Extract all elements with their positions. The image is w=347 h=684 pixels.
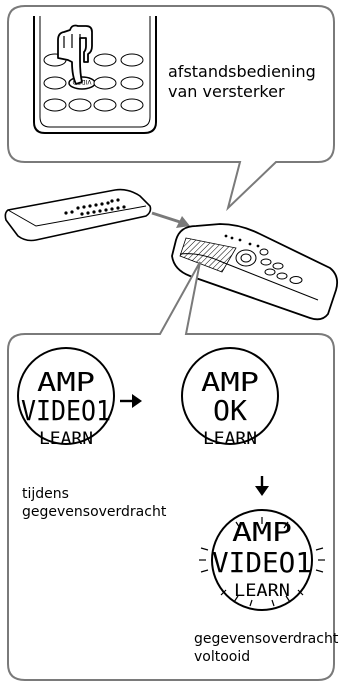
top-callout — [7, 5, 335, 212]
top-caption-line1: afstandsbediening — [168, 62, 316, 81]
display3-line3: LEARN — [234, 581, 290, 601]
display2-line3: LEARN — [203, 429, 257, 449]
arrow-right-icon — [120, 394, 142, 408]
display-ok: AMP OK LEARN — [181, 347, 279, 449]
display3-line2: VIDEO1 — [212, 546, 312, 579]
pointing-hand-icon — [57, 24, 93, 85]
display-during-transfer: AMP VIDEO1 LEARN — [17, 347, 115, 449]
caption-done-line2: voltooid — [194, 649, 251, 665]
bottom-callout — [7, 261, 335, 681]
transfer-arrow-icon — [151, 211, 190, 228]
caption-during-line1: tijdens — [22, 486, 69, 502]
display1-line3: LEARN — [39, 429, 93, 449]
top-caption-line2: van versterker — [168, 82, 285, 101]
caption-during-line2: gegevensoverdracht — [22, 504, 167, 520]
arrow-down-icon — [255, 476, 269, 496]
amplifier-remote — [4, 188, 152, 242]
display1-line1: AMP — [37, 368, 95, 398]
display2-line2: OK — [213, 394, 247, 427]
amplifier-remote-closeup: VIDEO — [33, 16, 157, 134]
display-complete: AMP VIDEO1 LEARN — [199, 509, 325, 611]
display2-line1: AMP — [201, 368, 259, 398]
blink-rays-icon — [199, 517, 325, 607]
learning-remote — [171, 223, 339, 321]
caption-done-line1: gegevensoverdracht — [194, 631, 339, 647]
display1-line2: VIDEO1 — [21, 394, 111, 427]
